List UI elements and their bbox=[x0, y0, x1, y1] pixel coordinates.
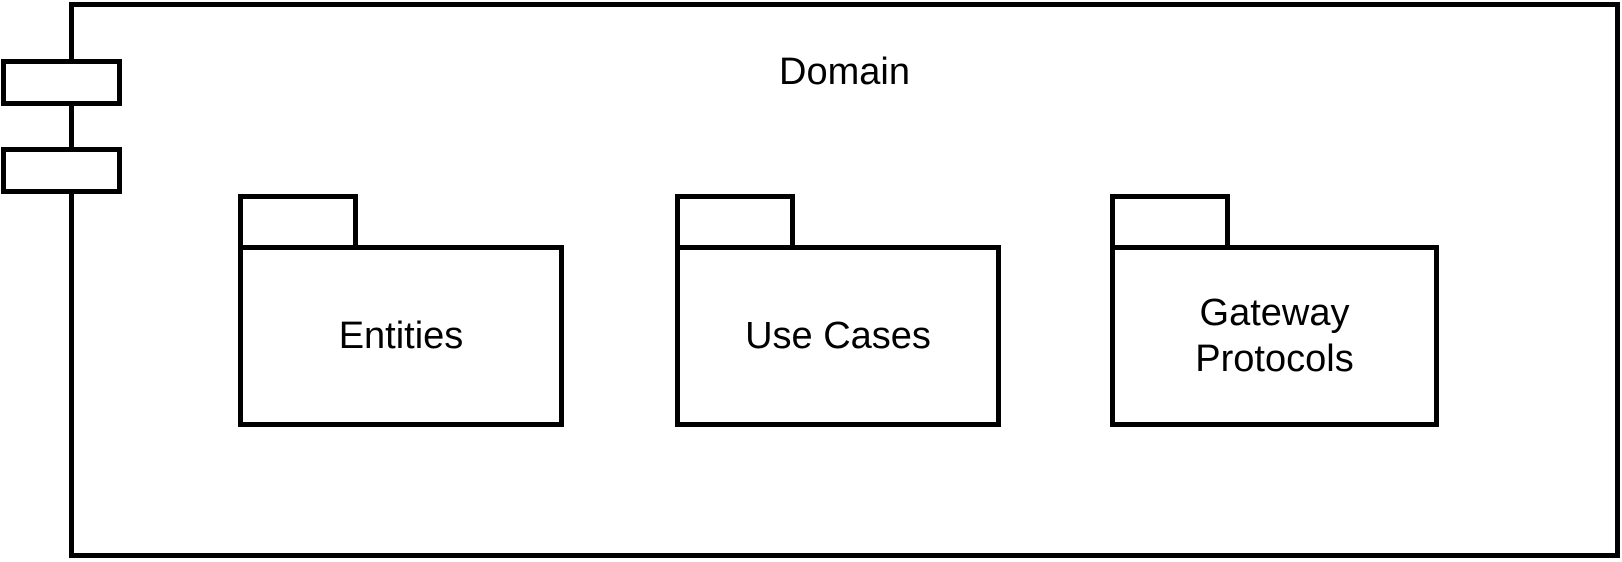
uml-component-icon bbox=[1, 147, 122, 194]
uml-component-icon bbox=[1, 59, 122, 106]
component-title: Domain bbox=[779, 51, 910, 93]
package-body: Entities bbox=[238, 245, 564, 427]
package-label: Use Cases bbox=[745, 315, 931, 357]
package-body: Gateway Protocols bbox=[1110, 245, 1439, 427]
package-label: Gateway Protocols bbox=[1195, 292, 1354, 380]
package-body: Use Cases bbox=[675, 245, 1001, 427]
package-label: Entities bbox=[338, 315, 464, 357]
package-tab bbox=[238, 194, 358, 250]
package-tab bbox=[1110, 194, 1230, 250]
package-tab bbox=[675, 194, 795, 250]
